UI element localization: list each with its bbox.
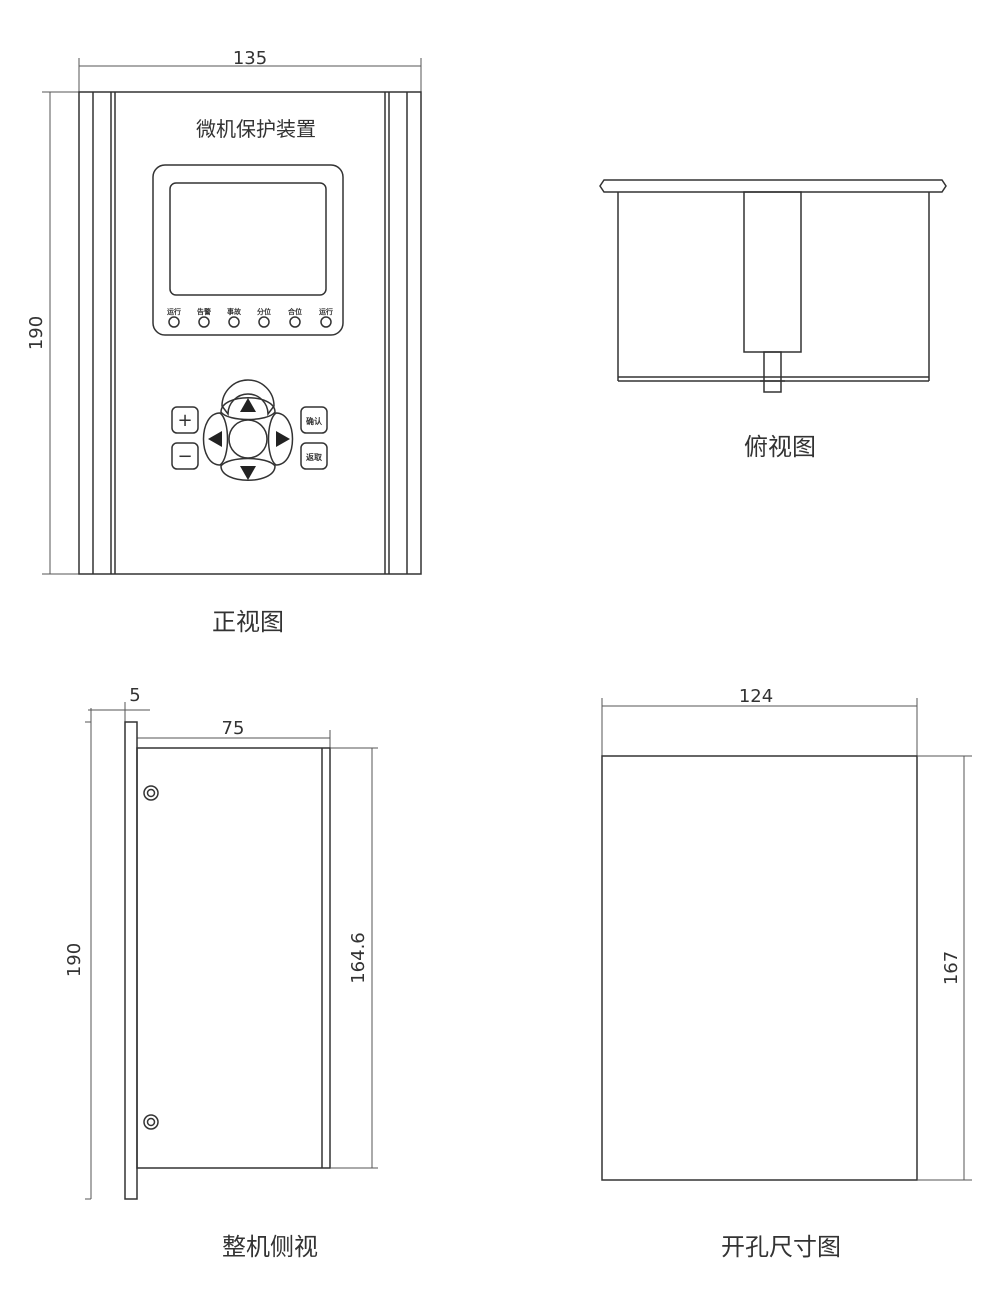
svg-text:返取: 返取 (306, 452, 322, 462)
cutout-outline (601, 755, 918, 1181)
lcd-screen (169, 182, 327, 296)
down-key[interactable] (220, 457, 276, 481)
side-front-plate (124, 721, 138, 1200)
right-arrow-icon (276, 431, 290, 447)
cutout-view: 124 167 (601, 686, 972, 1181)
cutout-width-dimension (601, 698, 918, 756)
side-height-dimension (85, 721, 92, 1200)
led-indicator (289, 316, 301, 328)
front-width-dimension (78, 58, 422, 92)
side-body-height-value: 164.6 (348, 932, 369, 984)
plus-key[interactable]: + (171, 406, 199, 434)
side-depth-value: 75 (222, 718, 245, 739)
led-indicator (168, 316, 180, 328)
down-arrow-icon (240, 466, 256, 480)
front-view: 135 190 微机保护装置 运行 告警 事故 分位 合位 运行 (26, 48, 422, 575)
led-row: 运行 告警 事故 分位 合位 运行 (167, 307, 333, 328)
led-indicator (198, 316, 210, 328)
center-key[interactable] (228, 419, 268, 459)
cutout-view-label: 开孔尺寸图 (721, 1233, 841, 1261)
top-view-label: 俯视图 (744, 433, 816, 461)
side-view-label: 整机侧视 (222, 1233, 318, 1261)
left-key[interactable] (202, 412, 229, 466)
up-key[interactable] (221, 379, 275, 417)
led-label: 告警 (197, 307, 211, 316)
led-indicator (258, 316, 270, 328)
up-key-shape[interactable] (220, 397, 276, 421)
led-label: 分位 (257, 307, 271, 316)
side-body (136, 747, 331, 1169)
left-arrow-icon (208, 431, 222, 447)
screw (143, 1114, 159, 1130)
led-indicator (320, 316, 332, 328)
side-height-value: 190 (64, 943, 85, 977)
top-flange (599, 179, 947, 193)
side-body-height-dimension (330, 747, 378, 1169)
top-view (599, 179, 947, 393)
cancel-key[interactable]: 返取 (300, 442, 328, 470)
front-width-value: 135 (233, 48, 267, 69)
led-label: 运行 (319, 307, 333, 316)
led-label: 合位 (287, 307, 302, 316)
side-panel-dimension (88, 702, 150, 722)
cutout-height-value: 167 (941, 951, 962, 985)
display-bezel (152, 164, 344, 336)
led-label: 事故 (227, 307, 241, 316)
navigation-pad (202, 379, 294, 481)
front-view-label: 正视图 (212, 608, 284, 636)
top-terminal (763, 351, 782, 393)
svg-text:确认: 确认 (306, 416, 323, 426)
svg-text:+: + (177, 410, 192, 431)
cutout-height-dimension (917, 755, 972, 1181)
top-connector-block (743, 191, 802, 353)
side-panel-value: 5 (129, 685, 140, 706)
front-height-dimension (42, 91, 79, 575)
front-height-value: 190 (26, 316, 47, 350)
front-outline (78, 91, 422, 575)
confirm-key[interactable]: 确认 (300, 406, 328, 434)
device-title: 微机保护装置 (196, 117, 316, 141)
led-indicator (228, 316, 240, 328)
minus-key[interactable]: − (171, 442, 199, 470)
up-arrow-icon (240, 398, 256, 412)
led-label: 运行 (167, 307, 181, 316)
side-view: 5 75 190 164.6 (64, 685, 378, 1200)
svg-text:−: − (177, 446, 192, 467)
cutout-width-value: 124 (739, 686, 773, 707)
right-key[interactable] (267, 412, 294, 466)
screw (143, 785, 159, 801)
